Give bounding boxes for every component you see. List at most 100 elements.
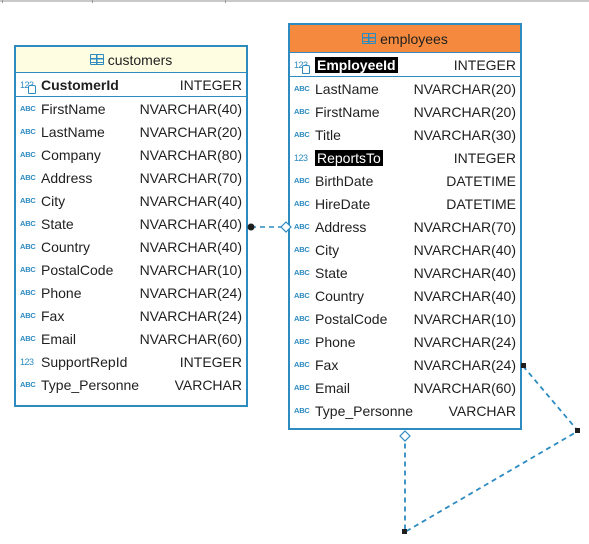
column-row[interactable]: ABC PostalCode NVARCHAR(10) [16,258,246,281]
column-name: BirthDate [315,172,374,189]
employees-table-title: employees [380,30,448,47]
text-type-icon: ABC [294,267,310,277]
column-name: Address [41,169,93,186]
text-type-icon: ABC [294,359,310,369]
column-name: City [41,192,66,209]
column-name-selected: EmployeeId [315,56,398,73]
column-type: DATETIME [446,195,516,212]
pk-endpoint-diamond[interactable] [280,221,292,233]
text-type-icon: ABC [20,195,36,205]
column-row[interactable]: ABC City NVARCHAR(40) [16,189,246,212]
text-type-icon: ABC [20,172,36,182]
column-name: Email [41,330,77,347]
text-type-icon: ABC [20,264,36,274]
column-name: State [315,264,348,281]
text-type-icon: ABC [20,379,36,389]
text-type-icon: ABC [294,106,310,116]
column-type: DATETIME [446,172,516,189]
text-type-icon: ABC [20,103,36,113]
column-row[interactable]: ABC State NVARCHAR(40) [290,261,520,284]
column-name: Type_Personne [315,402,414,419]
column-name: City [315,241,340,258]
column-type: NVARCHAR(30) [413,126,516,143]
column-type: NVARCHAR(80) [139,146,242,163]
text-type-icon: ABC [20,333,36,343]
column-name: LastName [41,123,105,140]
column-type: NVARCHAR(10) [139,261,242,278]
column-type: VARCHAR [174,376,242,393]
column-type: NVARCHAR(40) [413,287,516,304]
column-type: NVARCHAR(24) [139,307,242,324]
column-type: NVARCHAR(40) [413,264,516,281]
integer-type-icon: 123 [294,152,308,163]
customers-table-header[interactable]: customers [16,47,246,73]
integer-key-icon: 123 [294,60,312,74]
column-row[interactable]: ABC Type_Personne VARCHAR [16,373,246,396]
text-type-icon: ABC [20,241,36,251]
customers-table-title: customers [107,51,173,68]
column-row[interactable]: ABC BirthDate DATETIME [290,169,520,192]
column-name: Phone [41,284,82,301]
ruler-tick [2,0,3,3]
column-type: NVARCHAR(20) [139,123,242,140]
column-type: NVARCHAR(20) [413,80,516,97]
column-type: INTEGER [453,56,516,73]
employees-table-header[interactable]: employees [290,25,520,53]
text-type-icon: ABC [294,382,310,392]
line-bend-handle[interactable] [402,529,407,534]
column-name: Fax [315,356,339,373]
column-type: INTEGER [179,76,242,93]
column-name: Type_Personne [41,376,140,393]
employees-table[interactable]: employees 123 EmployeeId INTEGER ABC Last… [288,23,522,430]
ruler-tick [225,0,226,3]
column-name: PostalCode [315,310,388,327]
column-type: NVARCHAR(20) [413,103,516,120]
column-name: Country [315,287,365,304]
pk-endpoint-diamond[interactable] [399,430,411,442]
column-type: INTEGER [453,149,516,166]
fk-endpoint-dot[interactable] [247,223,255,231]
employees-pk-row[interactable]: 123 EmployeeId INTEGER [290,53,520,77]
column-type: INTEGER [179,353,242,370]
column-type: NVARCHAR(40) [139,215,242,232]
column-name: SupportRepId [41,353,128,370]
line-bend-handle[interactable] [521,363,526,368]
column-type: NVARCHAR(40) [139,192,242,209]
text-type-icon: ABC [20,218,36,228]
text-type-icon: ABC [294,221,310,231]
column-type: NVARCHAR(40) [139,100,242,117]
text-type-icon: ABC [294,175,310,185]
line-bend-handle[interactable] [575,428,580,433]
column-name: LastName [315,80,379,97]
customers-pk-row[interactable]: 123 CustomerId INTEGER [16,73,246,97]
column-name: PostalCode [41,261,114,278]
text-type-icon: ABC [294,336,310,346]
